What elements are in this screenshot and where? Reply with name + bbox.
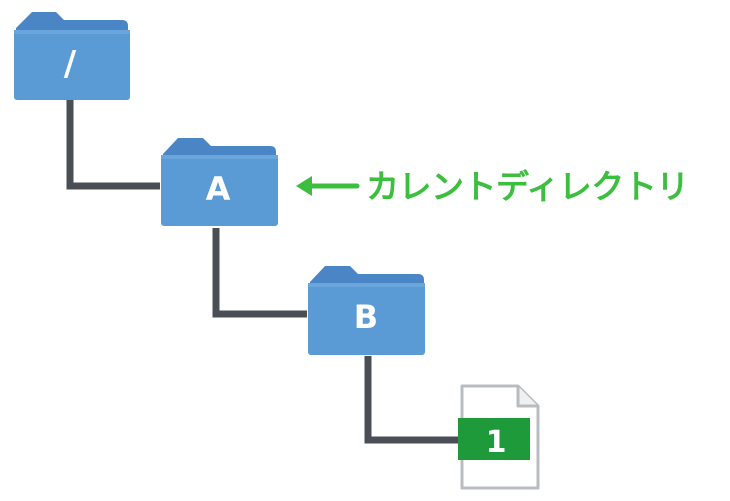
folder-icon bbox=[308, 266, 425, 355]
folder-b[interactable]: B bbox=[308, 266, 425, 355]
current-directory-label: カレントディレクトリ bbox=[366, 167, 689, 206]
arrow-left-icon bbox=[296, 176, 360, 196]
connector-root-to-a bbox=[66, 100, 160, 190]
folder-icon bbox=[161, 138, 278, 226]
folder-a-label: A bbox=[206, 170, 231, 208]
folder-root-label: / bbox=[64, 44, 77, 84]
connectors bbox=[66, 100, 462, 444]
connector-b-to-file bbox=[364, 356, 462, 444]
folder-root[interactable]: / bbox=[14, 12, 130, 100]
folder-a[interactable]: A bbox=[161, 138, 278, 226]
file-1[interactable]: 1 bbox=[458, 384, 540, 490]
file-1-label: 1 bbox=[486, 425, 507, 460]
folder-icon bbox=[14, 12, 130, 100]
folder-b-label: B bbox=[354, 298, 378, 336]
document-icon bbox=[458, 384, 540, 490]
connector-a-to-b bbox=[212, 228, 307, 318]
